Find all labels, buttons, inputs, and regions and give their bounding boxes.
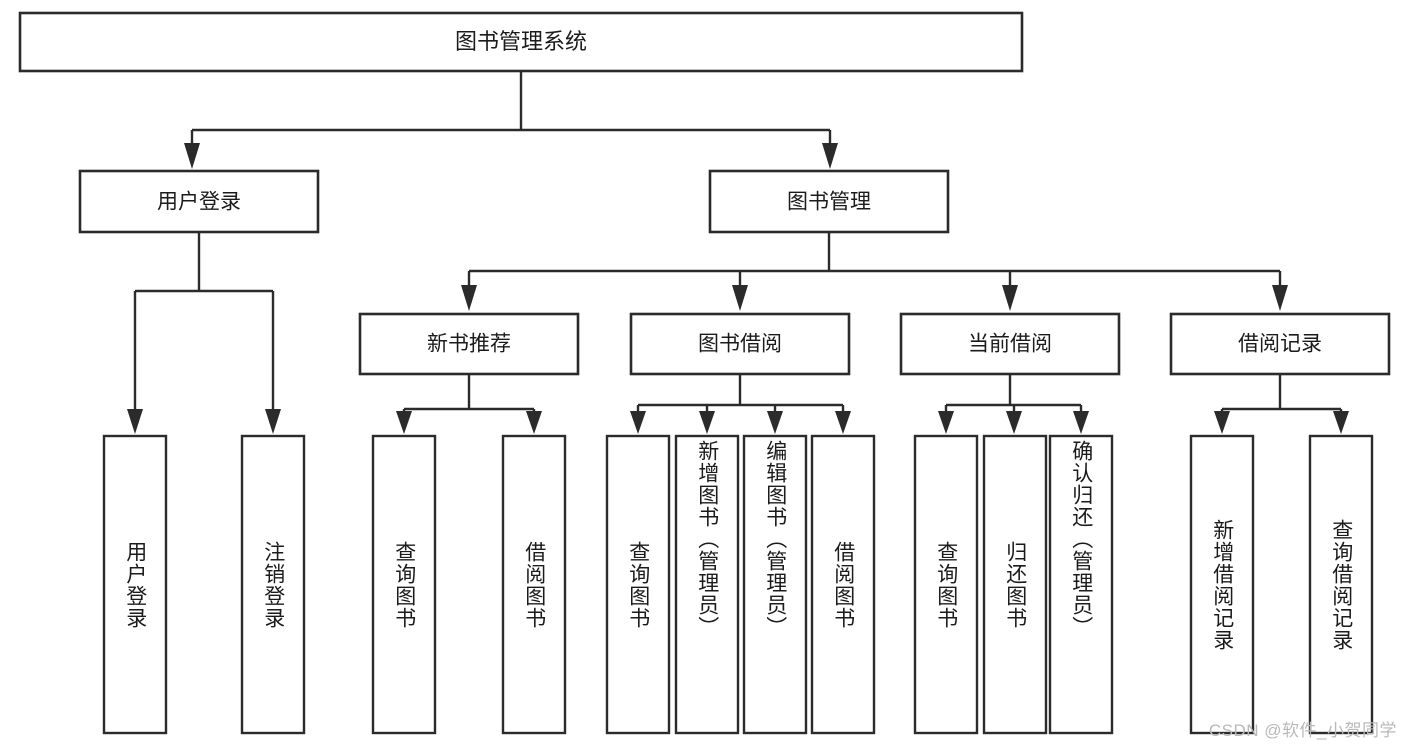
leaf-box-borrow-book-2[interactable] (810, 434, 876, 735)
arrow-head-leaf-add-book-admin (699, 411, 715, 434)
leaf-box-add-book-admin[interactable] (674, 434, 740, 735)
leaf-box-query-book-3[interactable] (913, 434, 979, 735)
node-new-book-recommend[interactable]: 新书推荐 (358, 312, 580, 376)
arrow-head-user-login (184, 143, 200, 169)
csdn-watermark: CSDN @软件_小贺同学 (1208, 721, 1397, 740)
arrow-head-leaf-return-book (1006, 411, 1022, 434)
leaf-box-user-login[interactable] (102, 434, 168, 735)
node-borrow-record[interactable]: 借阅记录 (1169, 312, 1391, 376)
leaf-box-confirm-return-admin[interactable] (1048, 434, 1114, 735)
arrow-head-current-borrow (1002, 285, 1018, 311)
leaf-box-add-borrow-record[interactable] (1189, 434, 1255, 735)
node-book-borrow-box[interactable] (629, 312, 851, 376)
node-book-management-label: 图书管理 (787, 191, 871, 214)
arrow-head-leaf-query-book-3 (938, 411, 954, 434)
arrow-head-leaf-edit-book-admin (767, 411, 783, 434)
arrow-head-leaf-borrow-book-1 (526, 411, 542, 434)
node-new-book-recommend-label: 新书推荐 (427, 333, 511, 356)
leaf-box-borrow-book-1[interactable] (501, 434, 567, 735)
node-root-title[interactable]: 图书管理系统 (18, 11, 1024, 73)
connector-current-borrow-to-leaves (938, 374, 1089, 434)
arrow-head-leaf-logout-login (265, 409, 281, 434)
arrow-head-book-borrow (732, 285, 748, 311)
arrow-head-leaf-borrow-book-2 (835, 411, 851, 434)
leaf-box-logout-login[interactable] (240, 434, 306, 735)
node-new-book-recommend-box[interactable] (358, 312, 580, 376)
leaf-box-query-book-1[interactable] (371, 434, 437, 735)
node-root-title-box[interactable] (18, 11, 1024, 73)
connector-book-management-to-level3 (461, 232, 1288, 311)
node-user-login-label: 用户登录 (157, 191, 241, 214)
arrow-head-leaf-query-book-2 (630, 411, 646, 434)
leaf-box-query-borrow-record[interactable] (1308, 434, 1374, 735)
node-current-borrow-label: 当前借阅 (968, 333, 1052, 356)
arrow-head-borrow-record (1272, 285, 1288, 311)
node-book-borrow-label: 图书借阅 (698, 333, 782, 356)
arrow-head-leaf-confirm-return-admin (1073, 411, 1089, 434)
leaf-box-edit-book-admin[interactable] (742, 434, 808, 735)
arrow-head-new-book-recommend (461, 285, 477, 311)
leaf-box-return-book[interactable] (982, 434, 1048, 735)
node-current-borrow[interactable]: 当前借阅 (899, 312, 1121, 376)
leaf-box-query-book-2[interactable] (605, 434, 671, 735)
connector-root-to-level2 (184, 71, 838, 169)
node-borrow-record-box[interactable] (1169, 312, 1391, 376)
connector-user-login-to-leaves (127, 232, 281, 434)
arrow-head-leaf-query-book-1 (396, 411, 412, 434)
node-book-borrow[interactable]: 图书借阅 (629, 312, 851, 376)
node-current-borrow-box[interactable] (899, 312, 1121, 376)
connector-borrow-record-to-leaves (1214, 374, 1349, 434)
arrow-head-leaf-user-login (127, 409, 143, 434)
node-root-title-label: 图书管理系统 (455, 29, 587, 54)
connector-book-borrow-to-leaves (630, 374, 851, 434)
node-user-login-box[interactable] (78, 169, 320, 234)
connector-new-book-recommend-to-leaves (396, 374, 542, 434)
arrow-head-leaf-add-borrow-record (1214, 411, 1230, 434)
node-borrow-record-label: 借阅记录 (1238, 333, 1322, 356)
arrow-head-book-management (822, 143, 838, 169)
node-user-login[interactable]: 用户登录 (78, 169, 320, 234)
node-book-management[interactable]: 图书管理 (708, 169, 950, 234)
arrow-head-leaf-query-borrow-record (1333, 411, 1349, 434)
